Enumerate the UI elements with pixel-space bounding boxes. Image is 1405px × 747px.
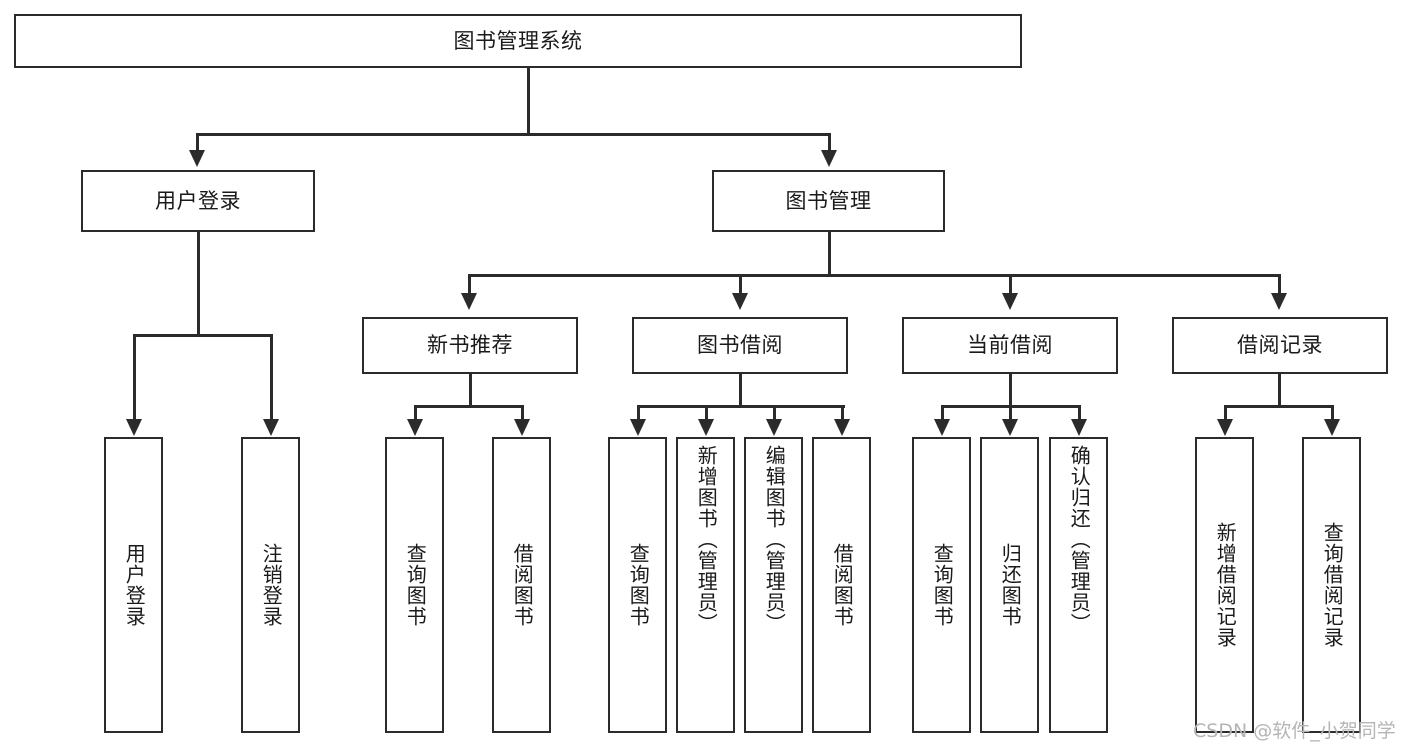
node-current-borrow[interactable]: 当前借阅	[902, 317, 1118, 374]
edge-to-current-borrow	[1009, 274, 1012, 294]
arrow-current-borrow-leaf-3	[1071, 419, 1087, 436]
edge-book-borrow-drop-1	[637, 405, 640, 420]
leaf-add-borrow-record[interactable]: 新增借阅记录	[1195, 437, 1254, 733]
edge-book-mgmt-bus	[468, 274, 1280, 277]
edge-user-login-stem	[197, 232, 200, 335]
node-book-borrow[interactable]: 图书借阅	[632, 317, 848, 374]
node-label: 查询借阅记录	[1320, 522, 1345, 648]
node-label: 用户登录	[155, 188, 241, 213]
edge-book-borrow-bus	[637, 405, 845, 408]
node-borrow-record[interactable]: 借阅记录	[1172, 317, 1388, 374]
edge-book-borrow-drop-4	[841, 405, 844, 420]
node-label: 图书管理	[785, 188, 872, 213]
edge-user-login-bus	[133, 334, 273, 337]
edge-current-borrow-drop-3	[1078, 405, 1081, 420]
arrow-to-user-login	[189, 150, 205, 167]
arrow-to-current-borrow	[1002, 293, 1018, 310]
arrow-book-borrow-leaf-4	[834, 419, 850, 436]
arrow-current-borrow-leaf-1	[934, 419, 950, 436]
node-label: 查询图书	[403, 543, 428, 627]
leaf-query-book-recommend[interactable]: 查询图书	[385, 437, 444, 733]
leaf-confirm-return-admin[interactable]: 确认归还（管理员）	[1049, 437, 1108, 733]
node-new-book-recommend[interactable]: 新书推荐	[362, 317, 578, 374]
node-label: 新书推荐	[427, 333, 513, 358]
edge-current-borrow-drop-1	[941, 405, 944, 420]
arrow-current-borrow-leaf-2	[1002, 419, 1018, 436]
arrow-to-leaf-logout	[263, 419, 279, 436]
arrow-borrow-record-leaf-1	[1217, 419, 1233, 436]
csdn-watermark: CSDN @软件_小贺同学	[1193, 720, 1396, 742]
leaf-query-book-current[interactable]: 查询图书	[912, 437, 971, 733]
edge-book-borrow-drop-2	[705, 405, 708, 420]
arrow-to-borrow-record	[1271, 293, 1287, 310]
arrow-new-book-leaf-2	[514, 419, 530, 436]
leaf-logout[interactable]: 注销登录	[241, 437, 300, 733]
node-label: 查询图书	[626, 543, 651, 627]
arrow-borrow-record-leaf-2	[1324, 419, 1340, 436]
edge-new-book-drop-2	[521, 405, 524, 420]
edge-book-borrow-drop-3	[773, 405, 776, 420]
edge-root-bus	[196, 133, 830, 136]
arrow-to-book-borrow	[732, 293, 748, 310]
leaf-borrow-book-recommend[interactable]: 借阅图书	[492, 437, 551, 733]
edge-user-login-drop-2	[270, 334, 273, 420]
node-label: 图书管理系统	[453, 28, 583, 53]
leaf-return-book[interactable]: 归还图书	[980, 437, 1039, 733]
leaf-borrow-book[interactable]: 借阅图书	[812, 437, 871, 733]
arrow-book-borrow-leaf-1	[630, 419, 646, 436]
edge-new-book-bus	[414, 405, 524, 408]
node-label: 新增图书（管理员）	[694, 445, 719, 634]
node-label: 用户登录	[122, 543, 147, 627]
edge-borrow-record-stem	[1278, 374, 1281, 407]
edge-book-borrow-stem	[739, 374, 742, 407]
edge-root-to-book-mgmt	[828, 133, 831, 151]
edge-user-login-drop-1	[133, 334, 136, 420]
edge-new-book-stem	[469, 374, 472, 407]
arrow-to-leaf-user-login	[126, 419, 142, 436]
node-book-management[interactable]: 图书管理	[712, 170, 945, 232]
arrow-book-borrow-leaf-2	[698, 419, 714, 436]
node-label: 当前借阅	[967, 333, 1053, 358]
leaf-query-book-borrow[interactable]: 查询图书	[608, 437, 667, 733]
node-label: 注销登录	[259, 543, 284, 627]
node-root-system[interactable]: 图书管理系统	[14, 14, 1022, 68]
edge-current-borrow-stem	[1009, 374, 1012, 407]
edge-borrow-record-drop-2	[1331, 405, 1334, 420]
leaf-add-book-admin[interactable]: 新增图书（管理员）	[676, 437, 735, 733]
node-label: 新增借阅记录	[1213, 522, 1238, 648]
edge-root-stem	[527, 68, 530, 134]
leaf-edit-book-admin[interactable]: 编辑图书（管理员）	[744, 437, 803, 733]
leaf-user-login[interactable]: 用户登录	[104, 437, 163, 733]
arrow-book-borrow-leaf-3	[766, 419, 782, 436]
edge-to-book-borrow	[739, 274, 742, 294]
edge-new-book-drop-1	[414, 405, 417, 420]
edge-root-to-user-login	[196, 133, 199, 151]
node-label: 编辑图书（管理员）	[762, 445, 787, 634]
node-label: 归还图书	[998, 543, 1023, 627]
edge-to-new-book	[468, 274, 471, 294]
node-label: 借阅图书	[510, 543, 535, 627]
node-label: 查询图书	[930, 543, 955, 627]
arrow-to-book-mgmt	[821, 150, 837, 167]
node-user-login[interactable]: 用户登录	[81, 170, 315, 232]
node-label: 借阅记录	[1237, 333, 1323, 358]
edge-borrow-record-bus	[1224, 405, 1334, 408]
edge-borrow-record-drop-1	[1224, 405, 1227, 420]
arrow-new-book-leaf-1	[407, 419, 423, 436]
arrow-to-new-book	[461, 293, 477, 310]
edge-current-borrow-drop-2	[1009, 405, 1012, 420]
leaf-query-borrow-record[interactable]: 查询借阅记录	[1302, 437, 1361, 733]
node-label: 确认归还（管理员）	[1067, 445, 1092, 634]
edge-to-borrow-record	[1278, 274, 1281, 294]
node-label: 图书借阅	[697, 333, 783, 358]
node-label: 借阅图书	[830, 543, 855, 627]
edge-book-mgmt-stem	[828, 232, 831, 276]
